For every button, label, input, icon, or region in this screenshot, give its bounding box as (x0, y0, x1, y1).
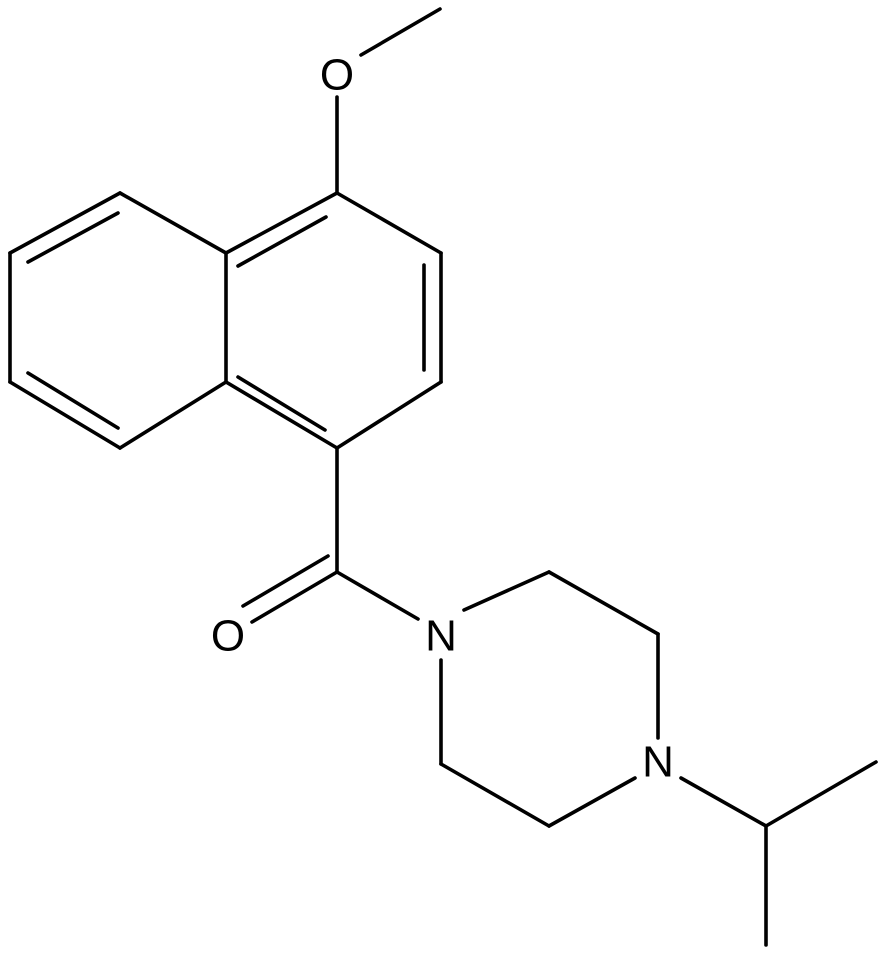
bond-c5-c6 (439, 762, 551, 828)
bond-c2-c1 (335, 380, 443, 450)
atom-label-isopropyl-nitrogen: N (642, 738, 674, 787)
bond-c4a-c4-double (236, 215, 328, 268)
bond-c1-c8a (224, 380, 339, 450)
bond-carbonyl-c-o-double (241, 554, 330, 608)
bond-methyl-to-methoxy-o (359, 7, 442, 57)
bond-c5-c6-double (26, 211, 120, 264)
bond-c4a-c5 (118, 191, 228, 255)
bond-isopropyl-ch-to-me1 (764, 760, 878, 828)
bond-c4a-c4 (224, 191, 339, 255)
atom-label-carbonyl-oxygen: O (211, 612, 245, 661)
bond-c4-c3 (335, 191, 443, 255)
bond-n4-to-isopropyl-ch (679, 776, 768, 828)
bond-c2-c3 (547, 570, 660, 636)
atom-label-methoxy-oxygen: O (320, 51, 354, 100)
bond-c8-c8a (118, 380, 228, 450)
bond-c7-c8 (8, 380, 122, 450)
bond-carbonyl-c-to-n (335, 570, 420, 621)
bond-c7-c8-double (26, 371, 120, 430)
bond-carbonyl-c-o (250, 570, 339, 624)
atom-label-amide-nitrogen: N (425, 612, 457, 661)
bond-n1-c2 (462, 570, 551, 612)
bond-c5-c6 (8, 191, 122, 255)
bond-c1-c8a-double (236, 375, 327, 432)
bond-n4-c5 (547, 776, 637, 828)
